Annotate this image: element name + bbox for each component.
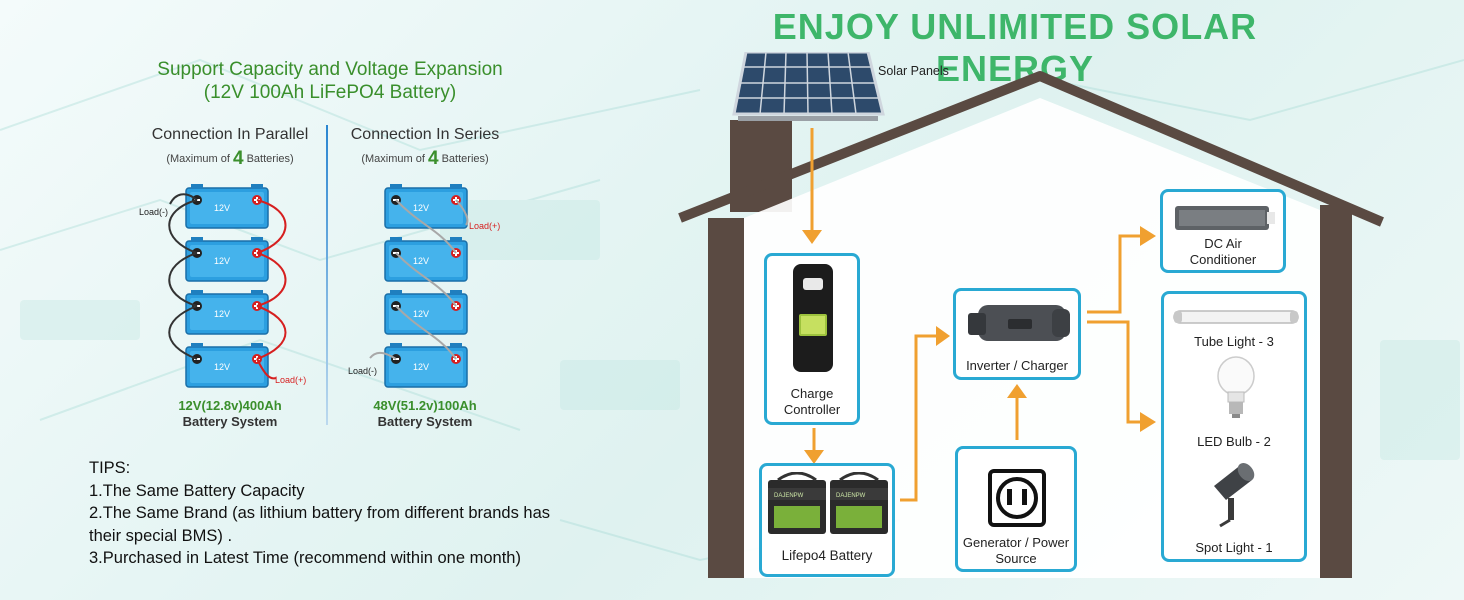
series-system-value: 48V(51.2v)100Ah (373, 398, 477, 413)
expansion-title: Support Capacity and Voltage Expansion (… (60, 58, 600, 104)
power-outlet-icon (988, 469, 1046, 527)
parallel-header: Connection In Parallel (Maximum of 4 Bat… (130, 126, 330, 170)
battery-brand-left: DAJENPW (774, 493, 804, 499)
series-battery-1-label: 12V (413, 203, 430, 213)
tips-line2a: 2.The Same Brand (as lithium battery fro… (89, 504, 551, 522)
battery-box: DAJENPW DAJENPW Lifepo4 Battery (759, 463, 895, 577)
parallel-batteries (168, 183, 287, 388)
air-conditioner-label: DC Air Conditioner (1189, 236, 1257, 267)
tips-line1: 1.The Same Battery Capacity (89, 481, 305, 500)
air-conditioner-box: DC Air Conditioner (1160, 189, 1286, 273)
charge-controller-box: Charge Controller (764, 253, 860, 425)
house-wall-left (708, 218, 744, 578)
main-heading: ENJOY UNLIMITED SOLAR ENERGY (772, 6, 1258, 89)
spot-light-label: Spot Light - 1 (1195, 540, 1273, 555)
parallel-system-value: 12V(12.8v)400Ah (178, 398, 282, 413)
connection-divider (326, 125, 328, 425)
charge-controller-icon (793, 264, 833, 372)
house-roof (678, 71, 1384, 227)
parallel-system-label: 12V(12.8v)400Ah Battery System (150, 398, 310, 430)
series-system-text: Battery System (377, 414, 473, 429)
tips-line2b: their special BMS) . (89, 526, 233, 545)
expansion-title-line1: Support Capacity and Voltage Expansion (157, 59, 503, 80)
tube-light-icon (1173, 310, 1299, 324)
series-load-positive: Load(+) (469, 221, 501, 231)
inverter-box: Inverter / Charger (953, 288, 1081, 380)
series-title: Connection In Series (350, 126, 500, 143)
spot-light-icon (1214, 463, 1255, 528)
series-subtitle: (Maximum of 4 Batteries) (361, 148, 489, 169)
air-conditioner-icon (1175, 206, 1275, 230)
expansion-title-line2: (12V 100Ah LiFePO4 Battery) (203, 82, 457, 103)
parallel-subtitle: (Maximum of 4 Batteries) (166, 148, 294, 169)
parallel-load-negative: Load(-) (139, 207, 169, 217)
lifepo4-battery-icon (768, 472, 888, 534)
parallel-battery-1-label: 12V (214, 203, 231, 213)
series-battery-4-label: 12V (413, 362, 430, 372)
parallel-battery-3-label: 12V (214, 309, 231, 319)
tube-light-label: Tube Light - 3 (1194, 334, 1274, 349)
series-battery-2-label: 12V (413, 256, 430, 266)
series-system-label: 48V(51.2v)100Ah Battery System (345, 398, 505, 430)
generator-label: Generator / Power Source (962, 535, 1070, 566)
series-header: Connection In Series (Maximum of 4 Batte… (330, 126, 520, 170)
parallel-battery-2-label: 12V (214, 256, 231, 266)
tips-line3: 3.Purchased in Latest Time (recommend wi… (89, 549, 521, 567)
inverter-charger-icon (968, 305, 1070, 341)
generator-box: Generator / Power Source (955, 446, 1077, 572)
solar-panels-label: Solar Panels (878, 64, 949, 78)
parallel-title: Connection In Parallel (151, 126, 309, 143)
series-battery-3-label: 12V (413, 309, 430, 319)
led-bulb-label: LED Bulb - 2 (1197, 434, 1271, 449)
parallel-system-text: Battery System (182, 414, 278, 429)
battery-label: Lifepo4 Battery (781, 548, 873, 563)
house-wall-right (1320, 205, 1352, 578)
lights-box: Tube Light - 3 LED Bulb - 2 Spot Light -… (1161, 291, 1307, 562)
tips-block: TIPS: 1.The Same Battery Capacity 2.The … (89, 457, 550, 570)
solar-panel-icon (732, 52, 885, 121)
battery-brand-right: DAJENPW (836, 493, 866, 499)
tips-title: TIPS: (89, 459, 131, 477)
charge-controller-label: Charge Controller (783, 386, 841, 417)
series-batteries (369, 183, 469, 388)
series-load-negative: Load(-) (348, 366, 378, 376)
parallel-battery-4-label: 12V (214, 362, 231, 372)
parallel-load-positive: Load(+) (275, 375, 307, 385)
led-bulb-icon (1217, 356, 1255, 418)
battery-wiring-diagram (168, 183, 469, 388)
inverter-label: Inverter / Charger (966, 358, 1068, 373)
